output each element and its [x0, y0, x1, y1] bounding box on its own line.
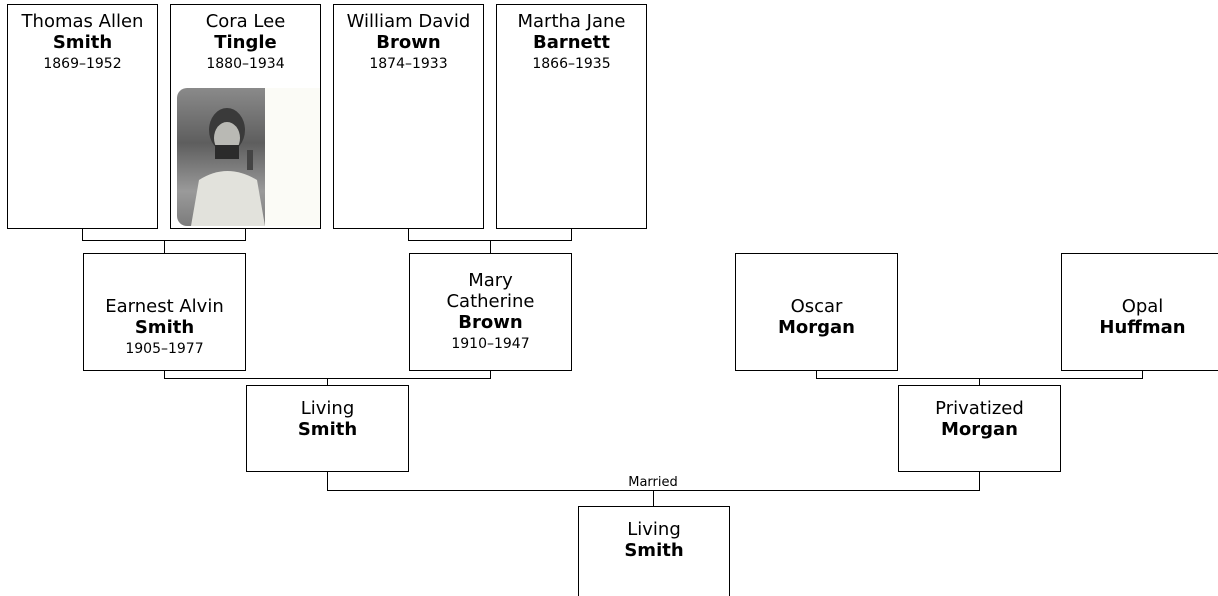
person-box-mary-catherine-brown[interactable]: Mary Catherine Brown 1910–1947 — [409, 253, 572, 371]
connector-line — [979, 472, 980, 491]
person-box-living-smith-child[interactable]: Living Smith — [578, 506, 730, 596]
connector-line — [571, 229, 572, 241]
connector-line — [327, 472, 328, 491]
given-name: Living — [627, 519, 681, 540]
person-box-opal-huffman[interactable]: Opal Huffman — [1061, 253, 1218, 371]
surname: Smith — [52, 32, 113, 53]
surname: Smith — [297, 419, 358, 440]
life-dates: 1866–1935 — [532, 56, 611, 72]
surname: Brown — [458, 312, 523, 333]
connector-line — [653, 490, 654, 506]
person-box-martha-jane-barnett[interactable]: Martha Jane Barnett 1866–1935 — [496, 4, 647, 229]
surname: Morgan — [777, 317, 855, 338]
life-dates: 1910–1947 — [451, 336, 530, 352]
person-box-earnest-alvin-smith[interactable]: Earnest Alvin Smith 1905–1977 — [83, 253, 246, 371]
surname: Huffman — [1099, 317, 1186, 338]
surname: Tingle — [214, 32, 277, 53]
connector-line — [1142, 371, 1143, 379]
connector-line — [490, 371, 491, 379]
given-name: Opal — [1121, 296, 1164, 317]
surname: Brown — [376, 32, 441, 53]
portrait-photo-icon[interactable] — [177, 88, 320, 226]
surname: Barnett — [533, 32, 610, 53]
surname: Smith — [624, 540, 684, 561]
person-box-william-david-brown[interactable]: William David Brown 1874–1933 — [333, 4, 484, 229]
surname: Smith — [134, 317, 195, 338]
person-box-oscar-morgan[interactable]: Oscar Morgan — [735, 253, 898, 371]
given-name: Earnest Alvin — [105, 296, 224, 317]
given-name: William David — [346, 11, 471, 32]
connector-line — [245, 229, 246, 241]
life-dates: 1905–1977 — [125, 341, 204, 357]
connector-line — [408, 229, 409, 241]
given-name: Mary Catherine — [446, 270, 535, 312]
given-name: Martha Jane — [517, 11, 626, 32]
connector-line — [490, 240, 491, 254]
given-name: Privatized — [935, 398, 1024, 419]
person-box-cora-lee-tingle[interactable]: Cora Lee Tingle 1880–1934 — [170, 4, 321, 229]
person-box-living-smith-father[interactable]: Living Smith — [246, 385, 409, 472]
marriage-label: Married — [628, 475, 678, 490]
life-dates: 1874–1933 — [369, 56, 448, 72]
given-name: Thomas Allen — [21, 11, 144, 32]
person-box-privatized-morgan[interactable]: Privatized Morgan — [898, 385, 1061, 472]
connector-line — [979, 378, 980, 386]
connector-line — [816, 371, 817, 379]
connector-line — [164, 240, 165, 254]
connector-line — [164, 371, 165, 379]
life-dates: 1869–1952 — [43, 56, 122, 72]
surname: Morgan — [940, 419, 1018, 440]
given-name: Oscar — [790, 296, 843, 317]
given-name: Living — [300, 398, 355, 419]
connector-line — [82, 229, 83, 241]
given-name: Cora Lee — [205, 11, 286, 32]
life-dates: 1880–1934 — [206, 56, 285, 72]
connector-line — [327, 378, 328, 386]
person-box-thomas-allen-smith[interactable]: Thomas Allen Smith 1869–1952 — [7, 4, 158, 229]
